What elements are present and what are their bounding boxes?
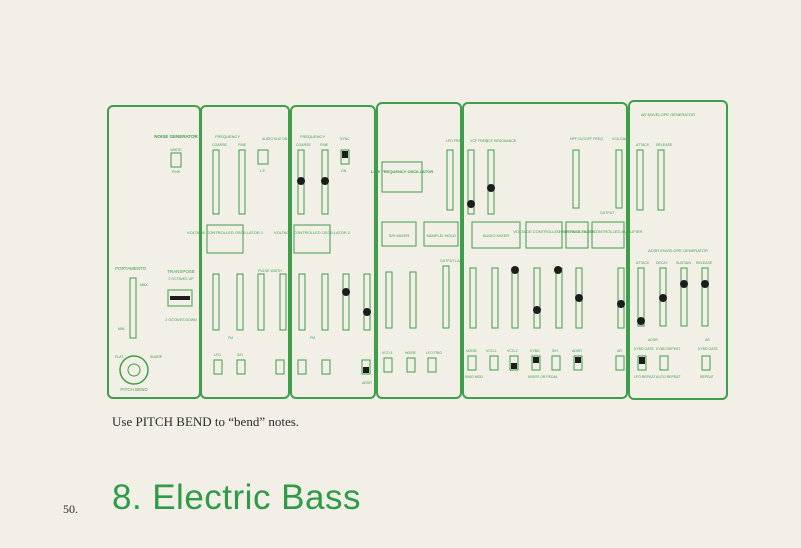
svg-text:FINE: FINE — [320, 143, 329, 147]
noise-switch[interactable] — [170, 152, 182, 168]
svg-text:VOLTAGE CONTROLLED AMPLIFIER: VOLTAGE CONTROLLED AMPLIFIER — [574, 229, 643, 234]
section-title: Electric Bass — [152, 478, 361, 517]
svg-text:FREQUENCY: FREQUENCY — [215, 134, 240, 139]
svg-text:ATTACK: ATTACK — [636, 261, 650, 265]
svg-text:RELEASE: RELEASE — [696, 261, 713, 265]
svg-text:LFO: LFO — [214, 353, 221, 357]
svg-text:LFO REPEAT: LFO REPEAT — [634, 375, 656, 379]
svg-text:S/H: S/H — [552, 349, 558, 353]
svg-text:AUTO REPEAT: AUTO REPEAT — [656, 375, 681, 379]
svg-text:KYBD REPEAT: KYBD REPEAT — [656, 347, 681, 351]
svg-text:COARSE: COARSE — [296, 143, 311, 147]
svg-text:FLAT: FLAT — [115, 355, 124, 359]
svg-text:VCA GAIN: VCA GAIN — [612, 137, 629, 141]
svg-text:MIN: MIN — [118, 327, 125, 331]
svg-text:FINE: FINE — [238, 143, 247, 147]
svg-text:KYBD GATE: KYBD GATE — [634, 347, 654, 351]
svg-text:MAX: MAX — [140, 283, 148, 287]
svg-text:VCO-1: VCO-1 — [486, 349, 497, 353]
module-vco1 — [200, 105, 290, 399]
svg-text:RING MOD: RING MOD — [465, 375, 483, 379]
svg-text:RELEASE: RELEASE — [656, 143, 673, 147]
svg-text:MIXER OR PEDAL: MIXER OR PEDAL — [528, 375, 558, 379]
page-number: 50. — [63, 502, 78, 516]
svg-text:FREQUENCY: FREQUENCY — [300, 134, 325, 139]
svg-text:VOLTAGE CONTROLLED OSCILLATOR: VOLTAGE CONTROLLED OSCILLATOR 2 — [274, 230, 351, 235]
svg-text:VCO-2: VCO-2 — [507, 349, 518, 353]
svg-text:VOLTAGE CONTROLLED FILTER: VOLTAGE CONTROLLED FILTER — [513, 229, 574, 234]
svg-text:ADSR: ADSR — [648, 338, 658, 342]
pitch-bend-knob[interactable] — [119, 355, 149, 385]
svg-text:L.F.: L.F. — [260, 169, 266, 173]
svg-text:ADSR ENVELOPE GENERATOR: ADSR ENVELOPE GENERATOR — [648, 248, 708, 253]
svg-text:HIGH PASS FILTER: HIGH PASS FILTER — [559, 229, 595, 234]
svg-text:LFO TRIG: LFO TRIG — [426, 351, 442, 355]
svg-text:AUDIO KHZ ON: AUDIO KHZ ON — [262, 137, 288, 141]
svg-text:NOISE: NOISE — [405, 351, 417, 355]
svg-text:AR ENVELOPE GENERATOR: AR ENVELOPE GENERATOR — [641, 112, 695, 117]
svg-text:PULSE WIDTH: PULSE WIDTH — [258, 269, 282, 273]
vco2-box — [293, 224, 331, 254]
svg-text:VCF RESONANCE: VCF RESONANCE — [486, 139, 517, 143]
svg-text:LFO FREQ: LFO FREQ — [446, 139, 464, 143]
svg-text:2 OCTAVES UP: 2 OCTAVES UP — [169, 277, 195, 281]
section-number: 8. — [112, 478, 143, 517]
svg-text:ADSR: ADSR — [572, 349, 582, 353]
portamento-slider[interactable] — [129, 277, 137, 339]
audio-mixer-box — [471, 221, 521, 249]
svg-text:VOLTAGE CONTROLLED OSCILLATOR: VOLTAGE CONTROLLED OSCILLATOR 1 — [187, 230, 264, 235]
vca-box — [591, 221, 625, 249]
svg-text:KYBD GATE: KYBD GATE — [698, 347, 718, 351]
svg-text:VCF FREQ: VCF FREQ — [470, 139, 488, 143]
svg-text:AR: AR — [617, 349, 622, 353]
module-envelopes — [628, 100, 728, 400]
svg-text:OUTPUT: OUTPUT — [600, 211, 615, 215]
svg-text:ATTACK: ATTACK — [636, 143, 650, 147]
portamento-label: PORTAMENTO — [115, 266, 147, 271]
svg-text:WHITE: WHITE — [170, 148, 182, 152]
svg-text:SHARP: SHARP — [150, 355, 163, 359]
svg-text:AUDIO MIXER: AUDIO MIXER — [483, 233, 510, 238]
synth-panel-diagram: NOISE GENERATOR WHITE PINK PORTAMENTO MA… — [107, 100, 728, 400]
svg-text:DECAY: DECAY — [656, 261, 668, 265]
svg-text:S/H: S/H — [237, 353, 243, 357]
svg-text:FM: FM — [228, 336, 233, 340]
svg-text:FM: FM — [310, 336, 315, 340]
svg-text:REPEAT: REPEAT — [700, 375, 715, 379]
hpf-box — [565, 221, 589, 249]
svg-text:ON: ON — [341, 169, 347, 173]
noise-generator-label: NOISE GENERATOR — [154, 134, 198, 139]
module-lfo-sh — [376, 102, 462, 399]
svg-text:2 OCTAVES DOWN: 2 OCTAVES DOWN — [165, 318, 197, 322]
sample-hold-box — [423, 221, 459, 247]
svg-text:ADSR: ADSR — [362, 381, 372, 385]
module-filter-amp — [462, 102, 628, 399]
svg-text:LOW FREQUENCY OSCILLATOR: LOW FREQUENCY OSCILLATOR — [371, 169, 433, 174]
svg-text:KYBD: KYBD — [530, 349, 540, 353]
svg-text:PINK: PINK — [172, 170, 181, 174]
svg-text:VCO-1: VCO-1 — [382, 351, 393, 355]
lfo-box — [381, 161, 423, 193]
svg-text:SAMPLE/ HOLD: SAMPLE/ HOLD — [426, 233, 456, 238]
sh-mixer-box — [381, 221, 417, 247]
transpose-switch[interactable] — [167, 289, 193, 307]
figure-caption: Use PITCH BEND to “bend” notes. — [112, 414, 300, 429]
svg-text:S/H MIXER: S/H MIXER — [389, 233, 410, 238]
transpose-label: TRANSPOSE — [167, 269, 195, 274]
svg-text:NOISE: NOISE — [466, 349, 478, 353]
svg-text:OUTPUT LAG: OUTPUT LAG — [440, 259, 463, 263]
module-vco2 — [290, 105, 376, 399]
svg-text:HPF CUTOFF FREQ: HPF CUTOFF FREQ — [570, 137, 603, 141]
vcf-box — [525, 221, 563, 249]
section-heading: 8.Electric Bass — [112, 478, 371, 518]
svg-text:AR: AR — [705, 338, 710, 342]
vco1-box — [206, 224, 244, 254]
svg-text:SUSTAIN: SUSTAIN — [676, 261, 691, 265]
pitch-bend-label: PITCH BEND — [120, 387, 148, 392]
svg-text:SYNC: SYNC — [340, 137, 350, 141]
svg-text:COARSE: COARSE — [212, 143, 227, 147]
